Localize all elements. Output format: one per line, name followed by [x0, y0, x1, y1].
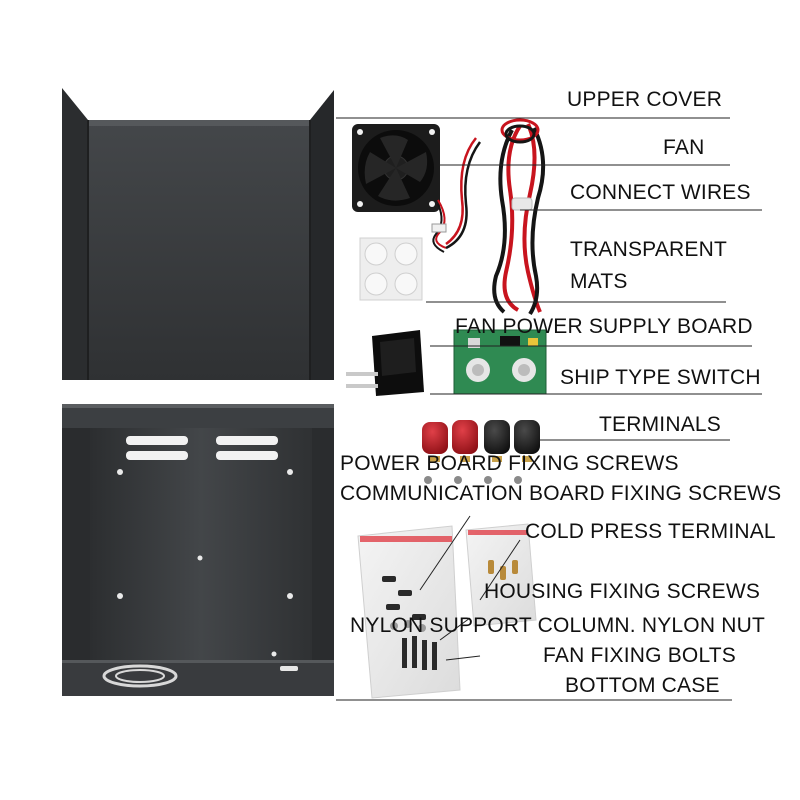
- connect-wires: [492, 118, 546, 316]
- ship-type-switch: [346, 330, 424, 396]
- binding-terminals: [422, 420, 540, 462]
- accessory-bags: [357, 515, 537, 699]
- label-bottom-case: BOTTOM CASE: [565, 674, 720, 697]
- fan-power-supply-board: [453, 329, 547, 395]
- label-fan-fixing-bolts: FAN FIXING BOLTS: [543, 644, 737, 667]
- leader-lines: [336, 117, 762, 701]
- upper-cover: [62, 88, 334, 380]
- label-power-board-fixing-screws: POWER BOARD FIXING SCREWS: [340, 452, 679, 475]
- label-fan: FAN: [663, 136, 705, 159]
- label-fan-power-supply-board: FAN POWER SUPPLY BOARD: [455, 315, 753, 338]
- label-connect-wires: CONNECT WIRES: [570, 181, 751, 204]
- bottom-case: [62, 404, 334, 696]
- cooling-fan: [352, 124, 482, 253]
- label-upper-cover: UPPER COVER: [567, 88, 723, 111]
- label-transparent-mats-1: TRANSPARENT: [570, 238, 727, 261]
- label-nylon-support-column: NYLON SUPPORT COLUMN. NYLON NUT: [350, 614, 765, 637]
- label-communication-board-fixing-screws: COMMUNICATION BOARD FIXING SCREWS: [340, 482, 782, 505]
- label-cold-press-terminal: COLD PRESS TERMINAL: [525, 520, 776, 543]
- label-ship-type-switch: SHIP TYPE SWITCH: [560, 366, 761, 389]
- label-transparent-mats-2: MATS: [570, 270, 628, 293]
- label-housing-fixing-screws: HOUSING FIXING SCREWS: [484, 580, 761, 603]
- label-terminals: TERMINALS: [599, 413, 721, 436]
- transparent-mats: [359, 237, 423, 301]
- fixing-screws: [424, 476, 522, 484]
